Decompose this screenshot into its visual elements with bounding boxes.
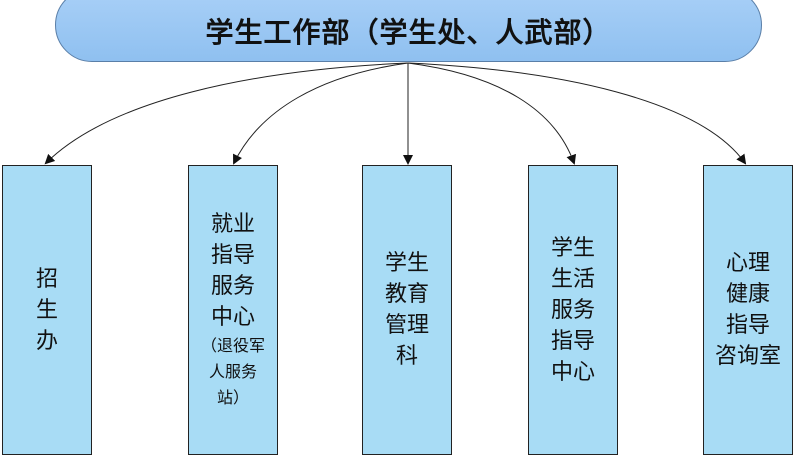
dept-label: 指导 <box>210 243 255 268</box>
dept-label: 教育 <box>384 282 429 307</box>
dept-note: （退役军 <box>200 336 265 355</box>
arrow-to-dept-2 <box>233 62 409 165</box>
dept-label: 心理 <box>725 251 770 276</box>
dept-employment-guidance-center: 就业 指导 服务 中心 （退役军 人服务 站） <box>188 165 278 455</box>
dept-label: 学生 <box>384 251 429 276</box>
dept-label: 咨询室 <box>714 344 781 369</box>
dept-note: 人服务 <box>208 362 257 381</box>
dept-admissions-office: 招 生 办 <box>2 165 92 455</box>
dept-student-life-service-center: 学生 生活 服务 指导 中心 <box>528 165 618 455</box>
dept-label: 招 <box>35 266 58 292</box>
dept-label: 科 <box>395 344 418 369</box>
dept-label: 办 <box>35 328 58 354</box>
dept-label: 管理 <box>384 313 429 338</box>
dept-mental-health-counseling: 心理 健康 指导 咨询室 <box>703 165 793 455</box>
dept-label: 生 <box>35 297 58 323</box>
dept-student-education-management: 学生 教育 管理 科 <box>362 165 452 455</box>
arrow-to-dept-1 <box>44 62 409 165</box>
arrow-to-dept-5 <box>407 62 747 165</box>
dept-label: 指导 <box>550 328 595 354</box>
root-node: 学生工作部（学生处、人武部） <box>55 0 762 62</box>
dept-label: 中心 <box>210 305 255 330</box>
dept-label: 就业 <box>210 212 255 237</box>
dept-label: 学生 <box>550 235 595 261</box>
dept-label: 中心 <box>550 359 595 385</box>
dept-label: 指导 <box>725 313 770 338</box>
dept-label: 服务 <box>210 274 255 299</box>
arrow-to-dept-4 <box>407 62 577 165</box>
dept-label: 健康 <box>725 282 770 307</box>
dept-note: 站） <box>216 388 249 407</box>
root-title: 学生工作部（学生处、人武部） <box>205 16 612 49</box>
dept-label: 生活 <box>550 266 595 292</box>
dept-label: 服务 <box>550 297 595 323</box>
